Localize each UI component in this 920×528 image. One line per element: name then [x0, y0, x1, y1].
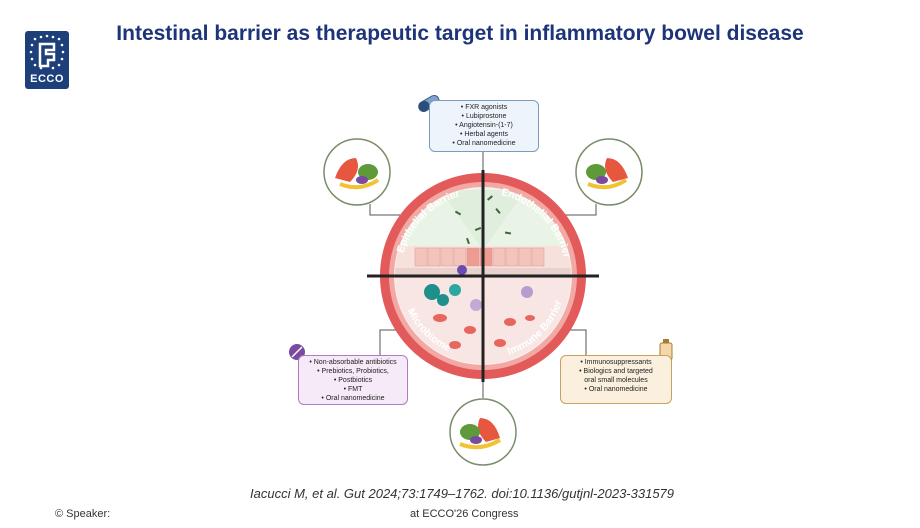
treatment-list: FXR agonistsLubiprostoneAngiotensin-(1-7… [433, 103, 535, 148]
treatment-item: Angiotensin-(1-7) [433, 121, 535, 130]
treatment-item: Herbal agents [433, 130, 535, 139]
food-icon [586, 158, 628, 190]
connector-line [566, 204, 597, 216]
capsule-icon [418, 95, 440, 113]
treatment-box-immune: • Immunosuppressants • Biologics and targ… [560, 355, 672, 404]
treatment-item: FXR agonists [433, 103, 535, 112]
treatment-item: Oral nanomedicine [433, 139, 535, 148]
treatment-item: Non-absorbable antibiotics [302, 358, 404, 367]
treatment-item: FMT [302, 385, 404, 394]
slide-title: Intestinal barrier as therapeutic target… [116, 22, 804, 45]
ecco-logo: ECCO [25, 31, 69, 89]
footer-speaker: © Speaker: [55, 508, 111, 520]
food-circle-top-right [575, 138, 643, 206]
treatment-item: oral small molecules [584, 377, 648, 384]
treatment-item: • Immunosuppressants [580, 359, 652, 366]
logo-text: ECCO [30, 73, 64, 85]
food-circle-top-left [323, 138, 391, 206]
connector-line [369, 204, 400, 216]
citation: Iacucci M, et al. Gut 2024;73:1749–1762.… [250, 486, 675, 501]
food-icon [459, 418, 502, 450]
treatment-item: Oral nanomedicine [302, 394, 404, 403]
treatment-list: Non-absorbable antibioticsPrebiotics, Pr… [302, 358, 404, 403]
treatment-item: Postbiotics [302, 376, 404, 385]
treatment-item: Prebiotics, Probiotics, [302, 367, 404, 376]
footer-congress: at ECCO'26 Congress [410, 508, 519, 520]
treatment-box-epithelial: FXR agonistsLubiprostoneAngiotensin-(1-7… [429, 100, 539, 152]
treatment-box-microbiome: Non-absorbable antibioticsPrebiotics, Pr… [298, 355, 408, 405]
treatment-item: Lubiprostone [433, 112, 535, 121]
food-icon [335, 158, 380, 190]
treatment-item: • Oral nanomedicine [584, 386, 648, 393]
treatment-item: • Biologics and targeted [579, 368, 653, 375]
food-circle-bottom [449, 398, 517, 466]
crosshair [367, 170, 599, 382]
treatment-list: • Immunosuppressants • Biologics and targ… [564, 358, 668, 394]
ecco-emblem-icon [29, 34, 65, 70]
